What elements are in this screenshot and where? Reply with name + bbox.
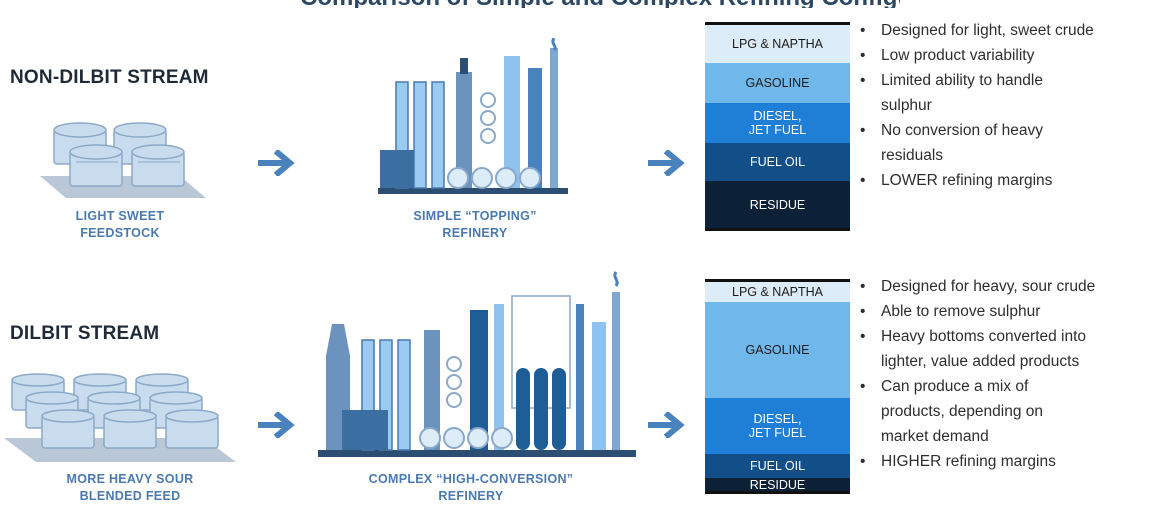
bullet-continuation: sulphur xyxy=(881,97,932,114)
bullet-item: Can produce a mix of xyxy=(855,374,1095,399)
bullet-item: Designed for heavy, sour crude xyxy=(855,274,1095,299)
column-top-cap xyxy=(705,279,850,282)
bullet-item: Limited ability to handle xyxy=(855,68,1094,93)
simple-refinery-caption: SIMPLE “TOPPING”REFINERY xyxy=(413,209,537,240)
complex-refinery-bullets: Designed for heavy, sour crude Able to r… xyxy=(855,274,1095,474)
flow-arrow-icon xyxy=(648,412,685,438)
light-sweet-tanks-icon xyxy=(40,122,206,198)
simple-refinery-icon xyxy=(378,38,568,194)
product-layer: RESIDUE xyxy=(705,181,850,228)
dilbit-stream-label: DILBIT STREAM xyxy=(10,323,160,344)
flow-arrow-icon xyxy=(258,412,295,438)
column-bottom-cap xyxy=(705,491,850,494)
bullet-item: Able to remove sulphur xyxy=(855,299,1095,324)
flow-arrow-icon xyxy=(258,150,295,176)
product-layer: FUEL OIL xyxy=(705,143,850,181)
heavy-sour-tanks-icon xyxy=(4,373,236,462)
flow-arrow-icon xyxy=(648,150,685,176)
product-layer: LPG & NAPTHA xyxy=(705,25,850,63)
product-layer: DIESEL, JET FUEL xyxy=(705,398,850,454)
complex-refinery-caption: COMPLEX “HIGH-CONVERSION”REFINERY xyxy=(368,472,574,503)
page-heading: Comparison of Simple and Complex Refinin… xyxy=(300,0,900,8)
product-layer: LPG & NAPTHA xyxy=(705,282,850,302)
bullet-continuation: products, depending on xyxy=(881,403,1044,420)
bullet-item: Low product variability xyxy=(855,43,1094,68)
column-bottom-cap xyxy=(705,228,850,231)
product-layer: FUEL OIL xyxy=(705,454,850,478)
product-layer: GASOLINE xyxy=(705,302,850,398)
product-layer: GASOLINE xyxy=(705,63,850,103)
product-layer: RESIDUE xyxy=(705,478,850,492)
bullet-item: No conversion of heavy xyxy=(855,118,1094,143)
simple-refinery-bullets: Designed for light, sweet crude Low prod… xyxy=(855,18,1094,193)
non-dilbit-stream-label: NON-DILBIT STREAM xyxy=(10,67,209,88)
bullet-item: HIGHER refining margins xyxy=(855,449,1095,474)
bullet-continuation: lighter, value added products xyxy=(881,353,1080,370)
bullet-item: Heavy bottoms converted into xyxy=(855,324,1095,349)
bullet-item: Designed for light, sweet crude xyxy=(855,18,1094,43)
bullet-continuation: market demand xyxy=(881,428,989,445)
bullet-item: LOWER refining margins xyxy=(855,168,1094,193)
column-top-cap xyxy=(705,22,850,25)
complex-refinery-icon xyxy=(318,271,636,457)
product-layer: DIESEL, JET FUEL xyxy=(705,103,850,143)
bullet-continuation: residuals xyxy=(881,147,944,164)
